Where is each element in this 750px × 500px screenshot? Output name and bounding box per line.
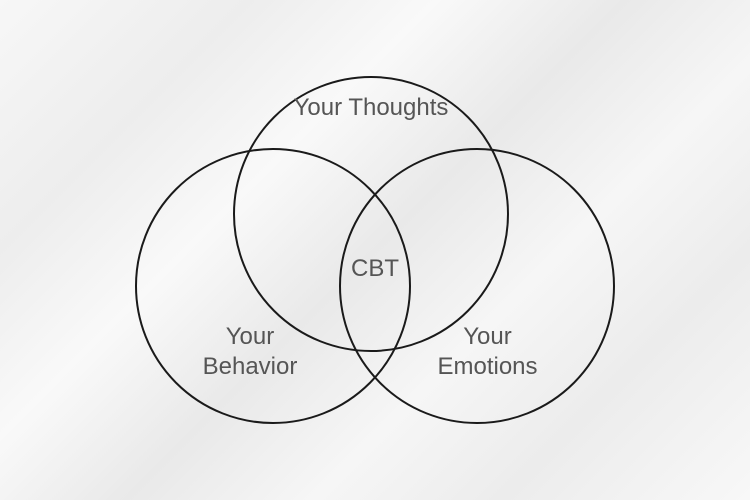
emotions-circle — [339, 148, 615, 424]
behavior-circle — [135, 148, 411, 424]
label-emotions: Your Emotions — [437, 323, 538, 380]
thoughts-circle — [233, 76, 509, 352]
label-thoughts: Your Thoughts — [293, 94, 449, 121]
label-cbt: CBT — [351, 255, 399, 282]
label-behavior: Your Behavior — [202, 323, 298, 380]
